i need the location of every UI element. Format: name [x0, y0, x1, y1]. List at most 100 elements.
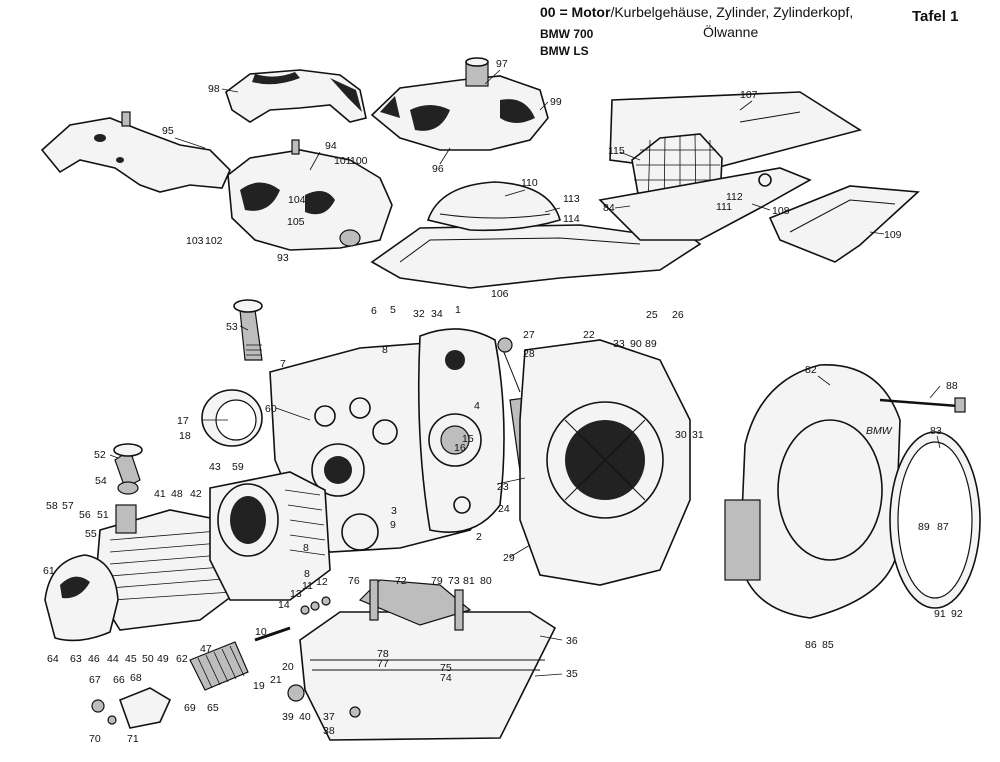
label-24: 24: [498, 503, 510, 515]
shroud-95: [40, 111, 231, 193]
label-56: 56: [79, 509, 91, 521]
label-50: 50: [142, 653, 154, 665]
title-bold: Motor: [571, 4, 611, 20]
label-94: 94: [325, 140, 337, 152]
gasket-83: [889, 431, 981, 609]
label-61: 61: [43, 565, 55, 577]
label-25: 25: [646, 309, 658, 321]
label-45: 45: [125, 653, 137, 665]
ring-17: [201, 389, 263, 447]
intake-53: [233, 299, 263, 361]
label-26: 26: [672, 309, 684, 321]
rod-10: [254, 596, 331, 642]
label-110: 110: [521, 177, 538, 189]
label-115: 115: [608, 145, 625, 157]
label-40: 40: [299, 711, 311, 723]
label-90: 90: [630, 338, 642, 350]
label-16: 16: [454, 442, 466, 454]
label-72: 72: [395, 575, 407, 587]
label-14: 14: [278, 599, 290, 611]
label-69: 69: [184, 702, 196, 714]
label-3: 3: [391, 505, 397, 517]
label-43: 43: [209, 461, 221, 473]
oil-pan: [287, 579, 557, 741]
shroud-93: [227, 139, 393, 251]
label-68: 68: [130, 672, 142, 684]
label-87: 87: [937, 521, 949, 533]
model-bmw-ls: BMW LS: [540, 44, 589, 58]
leader-lines: [109, 69, 941, 677]
label-84: 84: [603, 202, 615, 214]
label-64: 64: [47, 653, 59, 665]
label-21: 21: [270, 674, 282, 686]
label-31: 31: [692, 429, 704, 441]
label-65: 65: [207, 702, 219, 714]
label-36: 36: [566, 635, 578, 647]
crankcase-plate: [417, 328, 505, 533]
label-12: 12: [316, 576, 328, 588]
label-1: 1: [455, 304, 461, 316]
title-rest: /Kurbelgehäuse, Zylinder, Zylinderkopf,: [610, 4, 854, 20]
label-97: 97: [496, 58, 508, 70]
label-54: 54: [95, 475, 107, 487]
label-62: 62: [176, 653, 188, 665]
label-109: 109: [884, 229, 902, 241]
label-74: 74: [440, 672, 452, 684]
intake-52: [113, 443, 143, 495]
label-46: 46: [88, 653, 100, 665]
label-113: 113: [563, 193, 580, 205]
label-39: 39: [282, 711, 294, 723]
label-95: 95: [162, 125, 174, 137]
label-76: 76: [348, 575, 360, 587]
label-114: 114: [563, 213, 580, 225]
label-81: 81: [463, 575, 475, 587]
label-47: 47: [200, 643, 212, 655]
oil-filter-65: [189, 641, 249, 691]
label-102: 102: [205, 235, 223, 247]
label-89: 89: [918, 521, 930, 533]
label-19: 19: [253, 680, 265, 692]
model-bmw-700: BMW 700: [540, 27, 594, 41]
label-41: 41: [154, 488, 166, 500]
bmw-logo-text: BMW: [866, 425, 893, 437]
label-5: 5: [390, 304, 396, 316]
label-77: 77: [377, 658, 389, 670]
label-38: 38: [323, 725, 335, 737]
plate-number: Tafel 1: [912, 8, 959, 25]
blower-housing-97: [370, 57, 549, 151]
pipe-51: [115, 504, 137, 534]
label-79: 79: [431, 575, 443, 587]
label-2: 2: [476, 531, 482, 543]
label-85: 85: [822, 639, 834, 651]
equals-sign: =: [559, 4, 568, 20]
label-11: 11: [302, 580, 313, 592]
label-34: 34: [431, 308, 443, 320]
group-number: 00: [540, 4, 556, 20]
label-78: 78: [377, 648, 389, 660]
valve-cover-61: [44, 554, 119, 642]
label-33: 33: [613, 338, 625, 350]
label-30: 30: [675, 429, 687, 441]
label-8b: 8: [303, 542, 309, 554]
label-13: 13: [290, 588, 302, 600]
bolt-88: [879, 397, 966, 413]
label-22: 22: [583, 329, 595, 341]
shroud-98: [225, 69, 367, 123]
label-60: 60: [265, 403, 277, 415]
label-18: 18: [179, 430, 191, 442]
label-42: 42: [190, 488, 202, 500]
label-83: 83: [930, 425, 942, 437]
label-103: 103: [186, 235, 204, 247]
label-35: 35: [566, 668, 578, 680]
label-17: 17: [177, 415, 189, 427]
plate-108: [598, 167, 812, 241]
label-29: 29: [503, 552, 515, 564]
label-57: 57: [62, 500, 74, 512]
label-37: 37: [323, 711, 335, 723]
fan-cover-82: [724, 364, 901, 619]
label-89b: 89: [645, 338, 657, 350]
flywheel-housing: [519, 339, 691, 586]
label-8: 8: [382, 344, 388, 356]
